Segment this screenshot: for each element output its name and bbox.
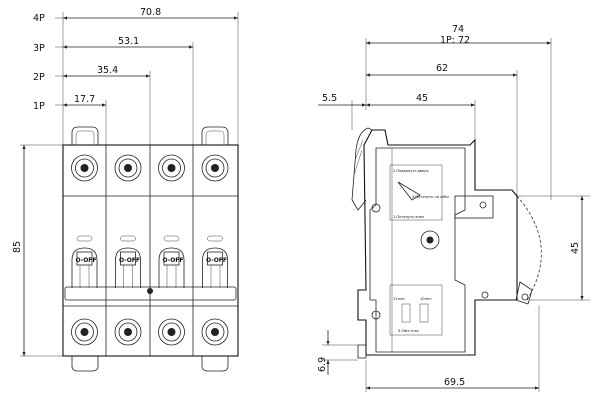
handle-travel-arc	[516, 195, 542, 301]
terminal-screw-icon	[114, 154, 142, 182]
side-inner-frame	[369, 147, 466, 353]
handle-label: O-OFF	[206, 257, 227, 264]
terminal-screw-icon	[71, 318, 98, 346]
center-screw-icon	[420, 230, 440, 250]
pole-label-2p: 2P	[33, 72, 45, 83]
terminal-screw-icon	[158, 318, 185, 346]
terminal-screw-icon	[201, 154, 229, 182]
rivet-icon	[371, 203, 381, 213]
height-value: 85	[12, 241, 23, 253]
handle-tie-bar	[64, 286, 237, 301]
rail-clip	[357, 344, 367, 359]
bottom-latch	[515, 281, 533, 305]
handles: O-OFF O-OFF O-OFF O-OFF	[71, 235, 228, 288]
base-depth-dimension: 69.5	[365, 305, 540, 392]
pole-width-2p: 35.4	[97, 65, 118, 76]
depth-dimensions: 74 1P: 72 62 45 5.5	[318, 24, 552, 200]
pole-label-3p: 3P	[33, 43, 45, 54]
handle-label: O-OFF	[163, 257, 184, 264]
terminal-screw-icon	[158, 154, 185, 182]
tie-pin-icon	[147, 288, 153, 294]
front-view: 4P 70.8 3P 53.1 2P 35.4 1P 17.7	[12, 7, 239, 372]
top-clips	[71, 126, 229, 145]
bottom-label-box	[389, 284, 443, 336]
rivet-icon	[479, 201, 487, 209]
label-bottom-1: 12mm	[393, 297, 405, 301]
pole-width-1p: 17.7	[74, 94, 95, 105]
window-height-dimension: 45	[517, 195, 590, 301]
overall-depth-1p: 1P: 72	[440, 35, 470, 46]
handle-label: O-OFF	[119, 257, 140, 264]
label-bottom-2: 10mm	[420, 297, 432, 301]
terminal-screw-icon	[201, 318, 229, 346]
side-handle	[351, 127, 373, 201]
top-terminals	[71, 154, 229, 182]
pole-width-3p: 53.1	[118, 36, 139, 47]
height-dimension: 85	[12, 144, 65, 357]
rail-height: 6.9	[317, 357, 328, 372]
bottom-terminals	[71, 318, 229, 346]
rivet-icon	[371, 310, 381, 320]
label-bottom-3: 3.5Nm max	[398, 329, 420, 333]
handle-label: O-OFF	[76, 257, 97, 264]
side-window	[454, 195, 494, 219]
overall-depth: 74	[452, 24, 464, 35]
pole-label-1p: 1P	[33, 101, 45, 112]
terminal-screw-icon	[71, 154, 98, 182]
pole-label-4p: 4P	[33, 13, 45, 24]
label-top-2: 3.Потянуть на себя	[412, 195, 449, 199]
depth-45: 45	[416, 93, 428, 104]
rivet-icon	[481, 291, 489, 299]
window-height: 45	[570, 242, 581, 254]
handle-offset: 5.5	[322, 93, 337, 104]
label-top-3: 1.Потянуть вниз	[393, 215, 424, 219]
bottom-clips	[71, 356, 229, 372]
top-label-box	[389, 164, 443, 221]
depth-62: 62	[436, 63, 448, 74]
rail-height-dimension: 6.9	[317, 330, 358, 375]
side-body-outline	[357, 129, 518, 356]
pole-width-dimensions: 4P 70.8 3P 53.1 2P 35.4 1P 17.7	[33, 7, 239, 145]
pole-width-4p: 70.8	[140, 7, 161, 18]
terminal-screw-icon	[114, 318, 142, 346]
base-depth: 69.5	[444, 377, 465, 388]
label-top-1: 2.Повернуть вверх	[393, 169, 429, 173]
side-view: 74 1P: 72 62 45 5.5 2.Повернуть вверх 3.…	[317, 24, 590, 392]
